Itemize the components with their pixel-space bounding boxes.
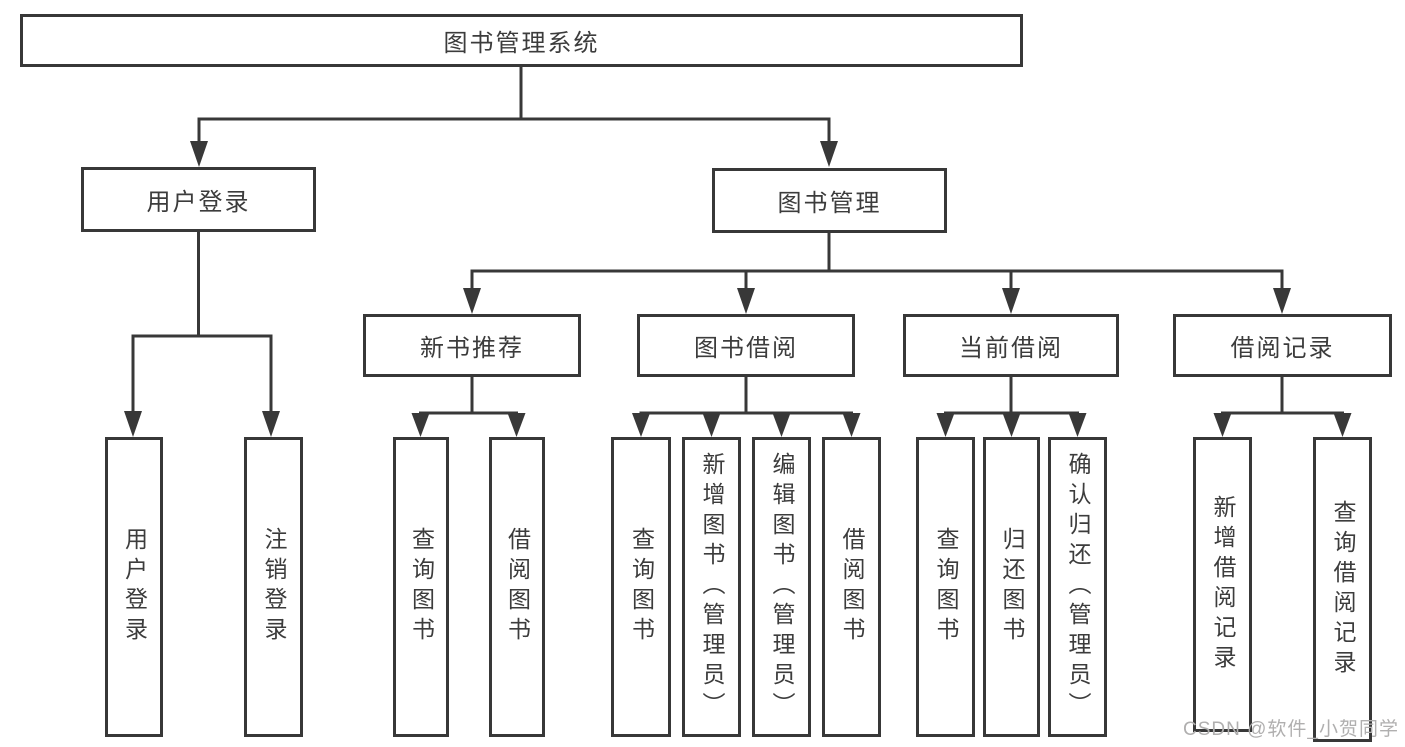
leaf-query-books-current-label: 查询图书 bbox=[933, 527, 959, 647]
leaf-confirm-return-admin: 确认归还（管理员） bbox=[1048, 437, 1107, 737]
leaf-query-books-borrow: 查询图书 bbox=[611, 437, 671, 737]
leaf-borrow-books-borrow: 借阅图书 bbox=[822, 437, 881, 737]
node-borrow-records: 借阅记录 bbox=[1173, 314, 1392, 377]
leaf-logout-label: 注销登录 bbox=[261, 527, 287, 647]
leaf-edit-book-admin-label: 编辑图书（管理员） bbox=[769, 452, 795, 722]
leaf-query-books-recommend-label: 查询图书 bbox=[408, 527, 435, 647]
leaf-confirm-return-admin-label: 确认归还（管理员） bbox=[1065, 452, 1091, 722]
node-book-management: 图书管理 bbox=[712, 168, 947, 233]
leaf-borrow-books-borrow-label: 借阅图书 bbox=[839, 527, 865, 647]
leaf-query-books-current: 查询图书 bbox=[916, 437, 975, 737]
leaf-query-books-borrow-label: 查询图书 bbox=[628, 527, 655, 647]
leaf-query-borrow-record-label: 查询借阅记录 bbox=[1330, 499, 1356, 680]
leaf-add-borrow-record: 新增借阅记录 bbox=[1193, 437, 1252, 732]
leaf-user-login-label: 用户登录 bbox=[121, 527, 148, 647]
leaf-add-book-admin-label: 新增图书（管理员） bbox=[699, 452, 725, 722]
leaf-query-borrow-record: 查询借阅记录 bbox=[1313, 437, 1372, 742]
leaf-logout: 注销登录 bbox=[244, 437, 303, 737]
leaf-return-books: 归还图书 bbox=[983, 437, 1040, 737]
node-book-borrow: 图书借阅 bbox=[637, 314, 855, 377]
leaf-add-book-admin: 新增图书（管理员） bbox=[682, 437, 741, 737]
node-new-book-recommend: 新书推荐 bbox=[363, 314, 581, 377]
leaf-user-login: 用户登录 bbox=[105, 437, 163, 737]
watermark: CSDN @软件_小贺同学 bbox=[1183, 719, 1399, 740]
node-current-borrow: 当前借阅 bbox=[903, 314, 1119, 377]
leaf-return-books-label: 归还图书 bbox=[999, 527, 1025, 647]
arrowheads bbox=[124, 141, 1352, 437]
leaf-query-books-recommend: 查询图书 bbox=[393, 437, 449, 737]
leaf-edit-book-admin: 编辑图书（管理员） bbox=[752, 437, 811, 737]
leaf-borrow-books-recommend-label: 借阅图书 bbox=[504, 527, 531, 647]
connector-stems bbox=[131, 67, 1344, 415]
node-root: 图书管理系统 bbox=[20, 14, 1023, 67]
leaf-add-borrow-record-label: 新增借阅记录 bbox=[1210, 494, 1236, 675]
node-user-login: 用户登录 bbox=[81, 167, 316, 232]
leaf-borrow-books-recommend: 借阅图书 bbox=[489, 437, 545, 737]
